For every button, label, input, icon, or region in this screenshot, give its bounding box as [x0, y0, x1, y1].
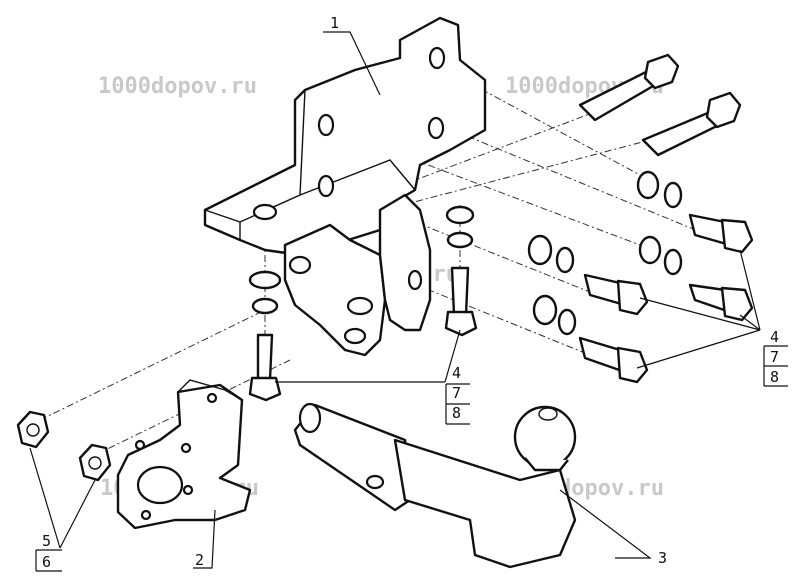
bolts-center-right [527, 234, 649, 384]
long-bolt-2 [641, 91, 742, 157]
callout-8-right: 8 [770, 368, 779, 386]
nuts-left [16, 410, 112, 482]
callout-5: 5 [42, 532, 51, 550]
center-washers-bolt [444, 205, 478, 337]
part-2-socket-plate [116, 379, 252, 530]
part-3-tow-ball-arm [293, 402, 577, 569]
short-bolt-1 [688, 213, 754, 254]
callout-7-right: 7 [770, 348, 779, 366]
callout-4-center: 4 [452, 364, 461, 382]
short-bolt-3 [583, 273, 649, 316]
callout-stack-center: 4 7 8 [445, 364, 470, 425]
callout-3: 3 [658, 549, 667, 567]
long-bolt-1 [578, 53, 680, 122]
part-1-mounting-bracket [203, 16, 487, 357]
callout-4-right: 4 [770, 328, 779, 346]
callout-6: 6 [42, 553, 51, 571]
callout-7-center: 7 [452, 384, 461, 402]
short-bolt-2 [688, 283, 754, 322]
callout-stack-left: 5 6 [35, 532, 62, 572]
callout-stack-right: 4 7 8 [763, 328, 788, 387]
callout-2: 2 [195, 551, 204, 569]
callout-1: 1 [330, 14, 339, 32]
bolts-upper-right [578, 53, 754, 322]
callout-8-center: 8 [452, 404, 461, 422]
short-bolt-4 [578, 336, 649, 384]
left-washers-bolt [248, 270, 282, 402]
washers-upper [636, 170, 683, 276]
leader-lines [29, 31, 761, 569]
watermark-top-left: 1000dopov.ru [98, 74, 257, 99]
